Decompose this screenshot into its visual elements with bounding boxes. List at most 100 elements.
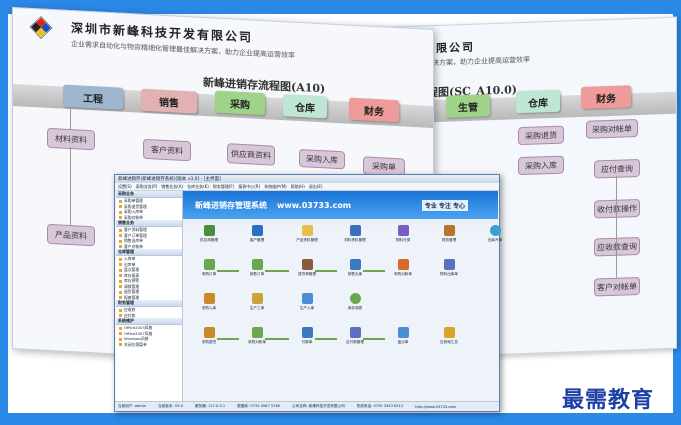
banner-app-name: 新峰进销存管理系统 bbox=[195, 200, 267, 210]
function-work-order[interactable]: 生产工单 bbox=[237, 293, 277, 311]
sidebar-item[interactable]: 报废管理 bbox=[116, 295, 182, 301]
user-icon bbox=[251, 225, 263, 236]
cart-icon bbox=[203, 259, 215, 270]
sidebar-group[interactable]: 仓库管理 bbox=[116, 249, 182, 256]
sidebar-item[interactable]: 应付款 bbox=[116, 313, 182, 319]
node-purchase-inbound: 采购入库 bbox=[518, 155, 564, 176]
function-transfer[interactable]: 库存调拨 bbox=[335, 293, 375, 311]
banner-url[interactable]: www.03733.com bbox=[277, 200, 352, 210]
sidebar-item[interactable]: 关闭左侧菜单 bbox=[116, 342, 182, 348]
function-material-outbound[interactable]: 物料出库单 bbox=[429, 259, 469, 277]
status-bar: 当前用户: admin 当前版本: V3.0 服务器: 127.0.0.1 数据… bbox=[115, 401, 499, 411]
sidebar-group[interactable]: 销售业务 bbox=[116, 220, 182, 227]
menu-bar: 设置(S) 采购业务(P) 销售业务(A) 仓库业务(K) 财务管理(F) 报表… bbox=[115, 183, 499, 191]
flow-arrow bbox=[217, 338, 239, 340]
payment-icon bbox=[301, 327, 313, 338]
status-server: 服务器: 127.0.0.1 bbox=[194, 404, 226, 408]
tag-engineering: 工程 bbox=[63, 84, 123, 110]
frame-bottom bbox=[0, 413, 681, 425]
function-purchase-return[interactable]: 采购退货 bbox=[189, 327, 229, 345]
menu-purchase[interactable]: 采购业务(P) bbox=[135, 183, 158, 189]
connector bbox=[70, 146, 71, 226]
menu-settings[interactable]: 设置(S) bbox=[118, 183, 132, 189]
frame-top bbox=[0, 0, 681, 14]
sidebar-item[interactable]: 盘点管理 bbox=[116, 267, 182, 273]
window-title: 新峰进销存(新峰进销存系统)[版本 v3.0] - [主界面] bbox=[118, 177, 221, 182]
sidebar-item[interactable]: Office2007风格 bbox=[116, 331, 182, 337]
function-statement[interactable]: 采购对帐单 bbox=[237, 327, 277, 345]
sidebar-group[interactable]: 财务管理 bbox=[116, 300, 182, 307]
function-purchase-order[interactable]: 采购订单 bbox=[189, 259, 229, 277]
sidebar: 采购业务 采购单管理 采购退货管理 采购入库单 采购对帐单 销售业务 客户资料管… bbox=[116, 191, 183, 401]
function-supplier[interactable]: 供应商管理 bbox=[189, 225, 229, 243]
tag-production: 生管 bbox=[446, 94, 490, 118]
globe-icon bbox=[489, 225, 501, 236]
sidebar-item[interactable]: 采购对帐单 bbox=[116, 215, 182, 221]
function-sales-order[interactable]: 销售订单 bbox=[237, 259, 277, 277]
list-icon bbox=[251, 327, 263, 338]
menu-warehouse[interactable]: 仓库业务(K) bbox=[187, 183, 209, 189]
app-window[interactable]: 新峰进销存(新峰进销存系统)[版本 v3.0] - [主界面] 设置(S) 采购… bbox=[114, 174, 502, 412]
sidebar-item[interactable]: 退货管理 bbox=[116, 289, 182, 295]
sidebar-item[interactable]: 销售出库单 bbox=[116, 238, 182, 244]
inbound-icon bbox=[203, 293, 215, 304]
sidebar-item[interactable]: 调拨管理 bbox=[116, 284, 182, 290]
sidebar-item[interactable]: 客户订单管理 bbox=[116, 233, 182, 239]
sidebar-item[interactable]: 客户对帐单 bbox=[116, 244, 182, 250]
sidebar-item[interactable]: Office2003风格 bbox=[116, 325, 182, 331]
gear-icon bbox=[251, 293, 263, 304]
function-material[interactable]: 材料资料管理 bbox=[335, 225, 375, 243]
house-icon bbox=[301, 293, 313, 304]
flowchart-document-left: 深圳市新峰科技开发有限公司 企业需求自动化与物资精细化管理最佳解决方案，助力企业… bbox=[12, 6, 434, 372]
menu-sales[interactable]: 销售业务(A) bbox=[161, 183, 184, 189]
sidebar-item[interactable]: 采购单管理 bbox=[116, 198, 182, 204]
function-payable[interactable]: 应付款管理 bbox=[335, 327, 375, 345]
status-version: 当前版本: V3.0 bbox=[158, 404, 183, 408]
function-production-inbound[interactable]: 生产入库 bbox=[287, 293, 327, 311]
menu-reports[interactable]: 报表中心(R) bbox=[238, 183, 261, 189]
sidebar-item[interactable]: 库存预警 bbox=[116, 278, 182, 284]
node-material-data: 材料资料 bbox=[47, 127, 95, 151]
tag-sales: 销售 bbox=[141, 88, 197, 114]
sidebar-item[interactable]: 入库单 bbox=[116, 256, 182, 262]
brand-watermark: 最需教育 bbox=[562, 387, 655, 413]
menu-help[interactable]: 帮助(H) bbox=[290, 183, 305, 189]
function-category[interactable]: 物料分类 bbox=[383, 225, 423, 243]
sidebar-item[interactable]: Windows风格 bbox=[116, 336, 182, 342]
sidebar-item[interactable]: 出库单 bbox=[116, 262, 182, 268]
function-product[interactable]: 产品资料管理 bbox=[287, 225, 327, 243]
tools-icon bbox=[443, 225, 455, 236]
function-stocktake[interactable]: 盘点单 bbox=[383, 327, 423, 345]
function-payment[interactable]: 付款单 bbox=[287, 327, 327, 345]
flow-arrow bbox=[265, 270, 289, 272]
menu-maintenance[interactable]: 系统维护(M) bbox=[264, 183, 287, 189]
menu-finance[interactable]: 财务管理(F) bbox=[212, 183, 235, 189]
function-purchase-statement[interactable]: 采购对帐单 bbox=[383, 259, 423, 277]
summary-icon bbox=[443, 327, 455, 338]
status-database: 数据库: 0733 4567 5780 bbox=[237, 404, 281, 408]
function-purchase-inbound[interactable]: 采购入库 bbox=[189, 293, 229, 311]
sidebar-item[interactable]: 采购退货管理 bbox=[116, 204, 182, 210]
connector bbox=[70, 108, 71, 130]
tag-finance: 财务 bbox=[349, 97, 399, 123]
node-payable-query: 应付查询 bbox=[594, 158, 640, 179]
function-finance[interactable]: 财务管理 bbox=[429, 225, 469, 243]
sidebar-item[interactable]: 库存报表 bbox=[116, 273, 182, 279]
menu-exit[interactable]: 退出(E) bbox=[308, 183, 323, 189]
function-customer[interactable]: 客户管理 bbox=[237, 225, 277, 243]
status-url[interactable]: http://www.03733.com bbox=[415, 404, 457, 409]
sidebar-item[interactable]: 采购入库单 bbox=[116, 209, 182, 215]
refresh-icon bbox=[349, 293, 361, 304]
ledger-icon bbox=[349, 327, 361, 338]
function-outbound[interactable]: 出库开单 bbox=[475, 225, 515, 243]
function-return[interactable]: 退货单管理 bbox=[287, 259, 327, 277]
node-supplier-data: 供应商资料 bbox=[227, 143, 275, 166]
window-titlebar[interactable]: 新峰进销存(新峰进销存系统)[版本 v3.0] - [主界面] bbox=[115, 175, 499, 183]
function-sales-outbound[interactable]: 销售出库 bbox=[335, 259, 375, 277]
sidebar-group[interactable]: 系统维护 bbox=[116, 318, 182, 325]
sidebar-item[interactable]: 应收款 bbox=[116, 307, 182, 313]
connector bbox=[616, 175, 617, 278]
sidebar-item[interactable]: 客户资料管理 bbox=[116, 227, 182, 233]
function-receivable-summary[interactable]: 应收帐汇总 bbox=[429, 327, 469, 345]
sidebar-group[interactable]: 采购业务 bbox=[116, 191, 182, 198]
